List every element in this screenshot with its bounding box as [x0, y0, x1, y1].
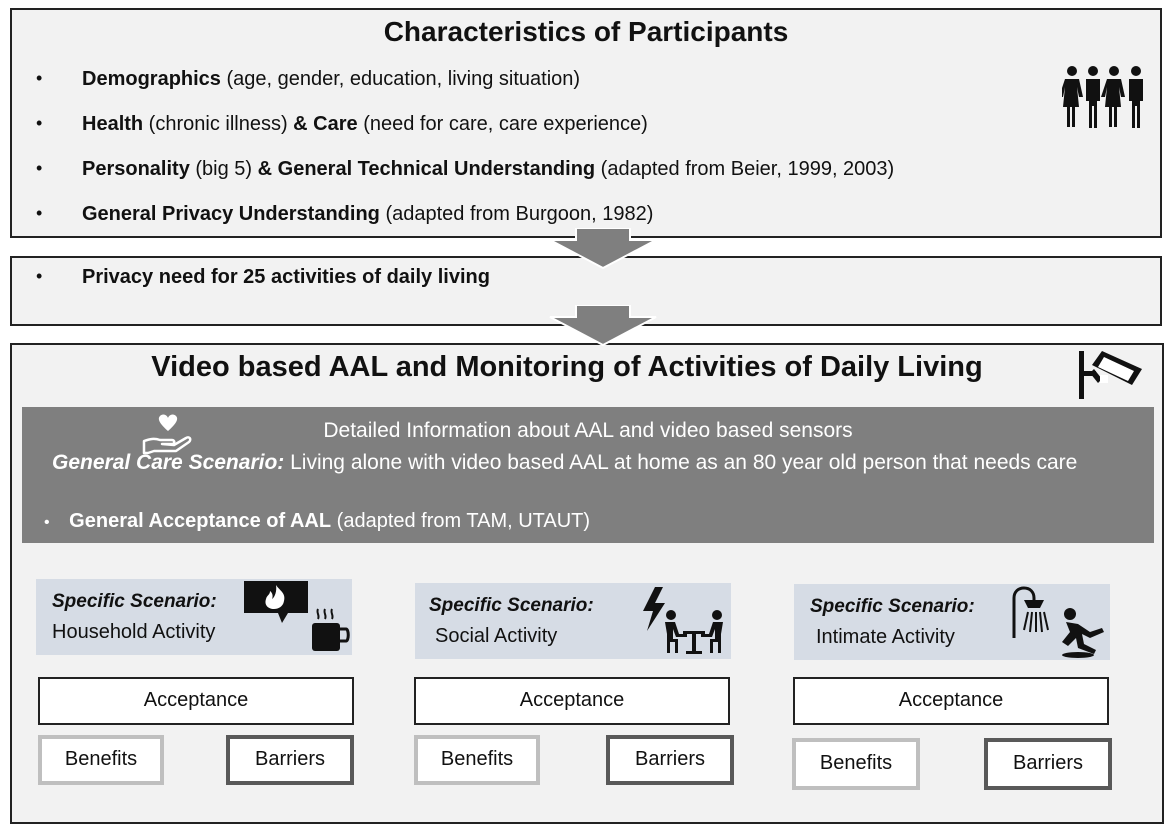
people-at-table-icon [665, 610, 723, 654]
participants-panel: Characteristics of Participants • Demogr… [10, 8, 1162, 238]
acceptance-social: Acceptance [414, 677, 730, 725]
benefits-intimate: Benefits [792, 738, 920, 790]
care-text: Living alone with video based AAL at hom… [284, 451, 1078, 474]
benefits-social: Benefits [414, 735, 540, 785]
care-line: General Care Scenario: Living alone with… [52, 451, 1077, 475]
shower-icon [1012, 586, 1049, 638]
info-line: Detailed Information about AAL and video… [323, 419, 853, 442]
scenario-intimate: Specific Scenario: Intimate Activity [794, 584, 1110, 660]
people-group-icon [1062, 66, 1143, 128]
barriers-household: Barriers [226, 735, 354, 785]
security-camera-icon [1079, 351, 1142, 399]
care-label: General Care Scenario: [52, 451, 285, 474]
scenario-household: Specific Scenario: Household Activity [36, 579, 352, 655]
acceptance-aal-line: • General Acceptance of AAL (adapted fro… [44, 510, 591, 532]
benefits-household: Benefits [38, 735, 164, 785]
video-aal-panel: Video based AAL and Monitoring of Activi… [10, 343, 1164, 824]
heart-hand-icon [142, 414, 192, 455]
down-arrow-2 [549, 305, 657, 347]
participants-title: Characteristics of Participants [383, 16, 789, 47]
acceptance-household: Acceptance [38, 677, 354, 725]
coffee-cup-icon [312, 608, 350, 651]
care-scenario-box: Detailed Information about AAL and video… [22, 407, 1154, 543]
fire-speech-icon [244, 581, 308, 623]
barriers-intimate: Barriers [984, 738, 1112, 790]
person-falling-icon [1062, 608, 1104, 658]
barriers-social: Barriers [606, 735, 734, 785]
video-aal-title: Video based AAL and Monitoring of Activi… [151, 351, 983, 383]
lightning-icon [643, 587, 665, 631]
scenario-social: Specific Scenario: Social Activity [415, 583, 731, 659]
down-arrow-1 [549, 228, 657, 270]
acceptance-intimate: Acceptance [793, 677, 1109, 725]
